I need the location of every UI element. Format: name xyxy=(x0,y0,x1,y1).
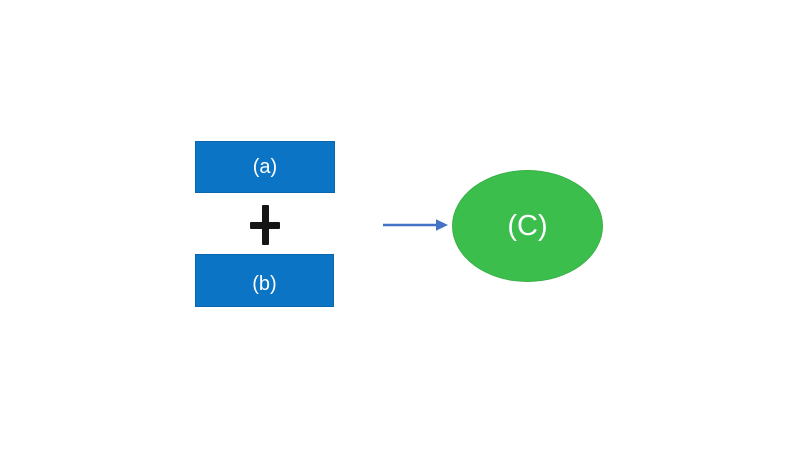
result-ellipse-label: (C) xyxy=(507,209,548,242)
input-box-a: (a) xyxy=(195,141,335,193)
plus-operator-text: + xyxy=(250,205,251,206)
input-box-a-label: (a) xyxy=(252,156,278,178)
plus-vertical-bar xyxy=(261,205,269,245)
result-ellipse-c: (C) xyxy=(452,170,603,282)
input-box-b: (b) xyxy=(195,254,334,307)
input-box-b-label: (b) xyxy=(252,272,277,295)
arrow-right-icon xyxy=(383,219,448,231)
arrow-head xyxy=(436,219,448,231)
plus-icon: + xyxy=(250,205,280,245)
